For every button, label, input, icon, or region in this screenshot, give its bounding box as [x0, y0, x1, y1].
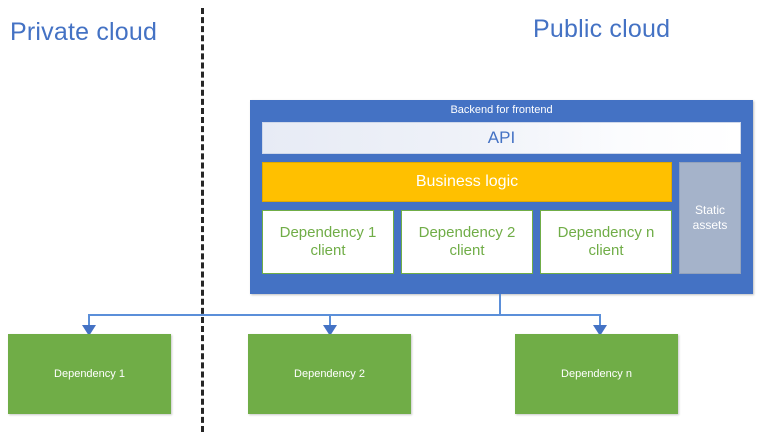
dependency-1-client-box: Dependency 1 client [262, 210, 394, 274]
dependency-2-box: Dependency 2 [248, 334, 411, 414]
arrowhead-dependency-1-icon [82, 325, 96, 336]
dependency-n-client-label-line1: Dependency n [557, 224, 655, 241]
dependency-n-client-box: Dependency n client [540, 210, 672, 274]
arrowhead-dependency-n-icon [593, 325, 607, 336]
arrowhead-dependency-2-icon [323, 325, 337, 336]
dependency-client-row: Dependency 1 client Dependency 2 client … [262, 210, 672, 274]
connector-drop-dependency-n [599, 315, 601, 327]
static-assets-label-line2: assets [692, 218, 728, 232]
dependency-2-client-label-line1: Dependency 2 [418, 224, 516, 241]
connector-drop-dependency-2 [329, 315, 331, 327]
dependency-1-box: Dependency 1 [8, 334, 171, 414]
backend-for-frontend-container: Backend for frontend API Business logic … [250, 100, 753, 294]
dependency-1-client-label-line1: Dependency 1 [279, 224, 377, 241]
static-assets-label-line1: Static [694, 203, 725, 217]
business-logic-box: Business logic [262, 162, 672, 202]
connector-drop-dependency-1 [88, 315, 90, 327]
dependency-n-client-label-line2: client [588, 242, 624, 259]
dependency-2-client-label-line2: client [449, 242, 485, 259]
connector-vertical-trunk [499, 294, 501, 315]
cloud-boundary-divider [201, 8, 204, 432]
static-assets-box: Static assets [679, 162, 741, 274]
connector-horizontal-bus [88, 314, 601, 316]
public-cloud-label: Public cloud [533, 15, 671, 43]
dependency-n-box: Dependency n [515, 334, 678, 414]
dependency-1-client-label-line2: client [310, 242, 346, 259]
api-layer-box: API [262, 122, 741, 154]
private-cloud-label: Private cloud [10, 18, 158, 46]
dependency-2-client-box: Dependency 2 client [401, 210, 533, 274]
backend-for-frontend-title: Backend for frontend [450, 104, 553, 116]
